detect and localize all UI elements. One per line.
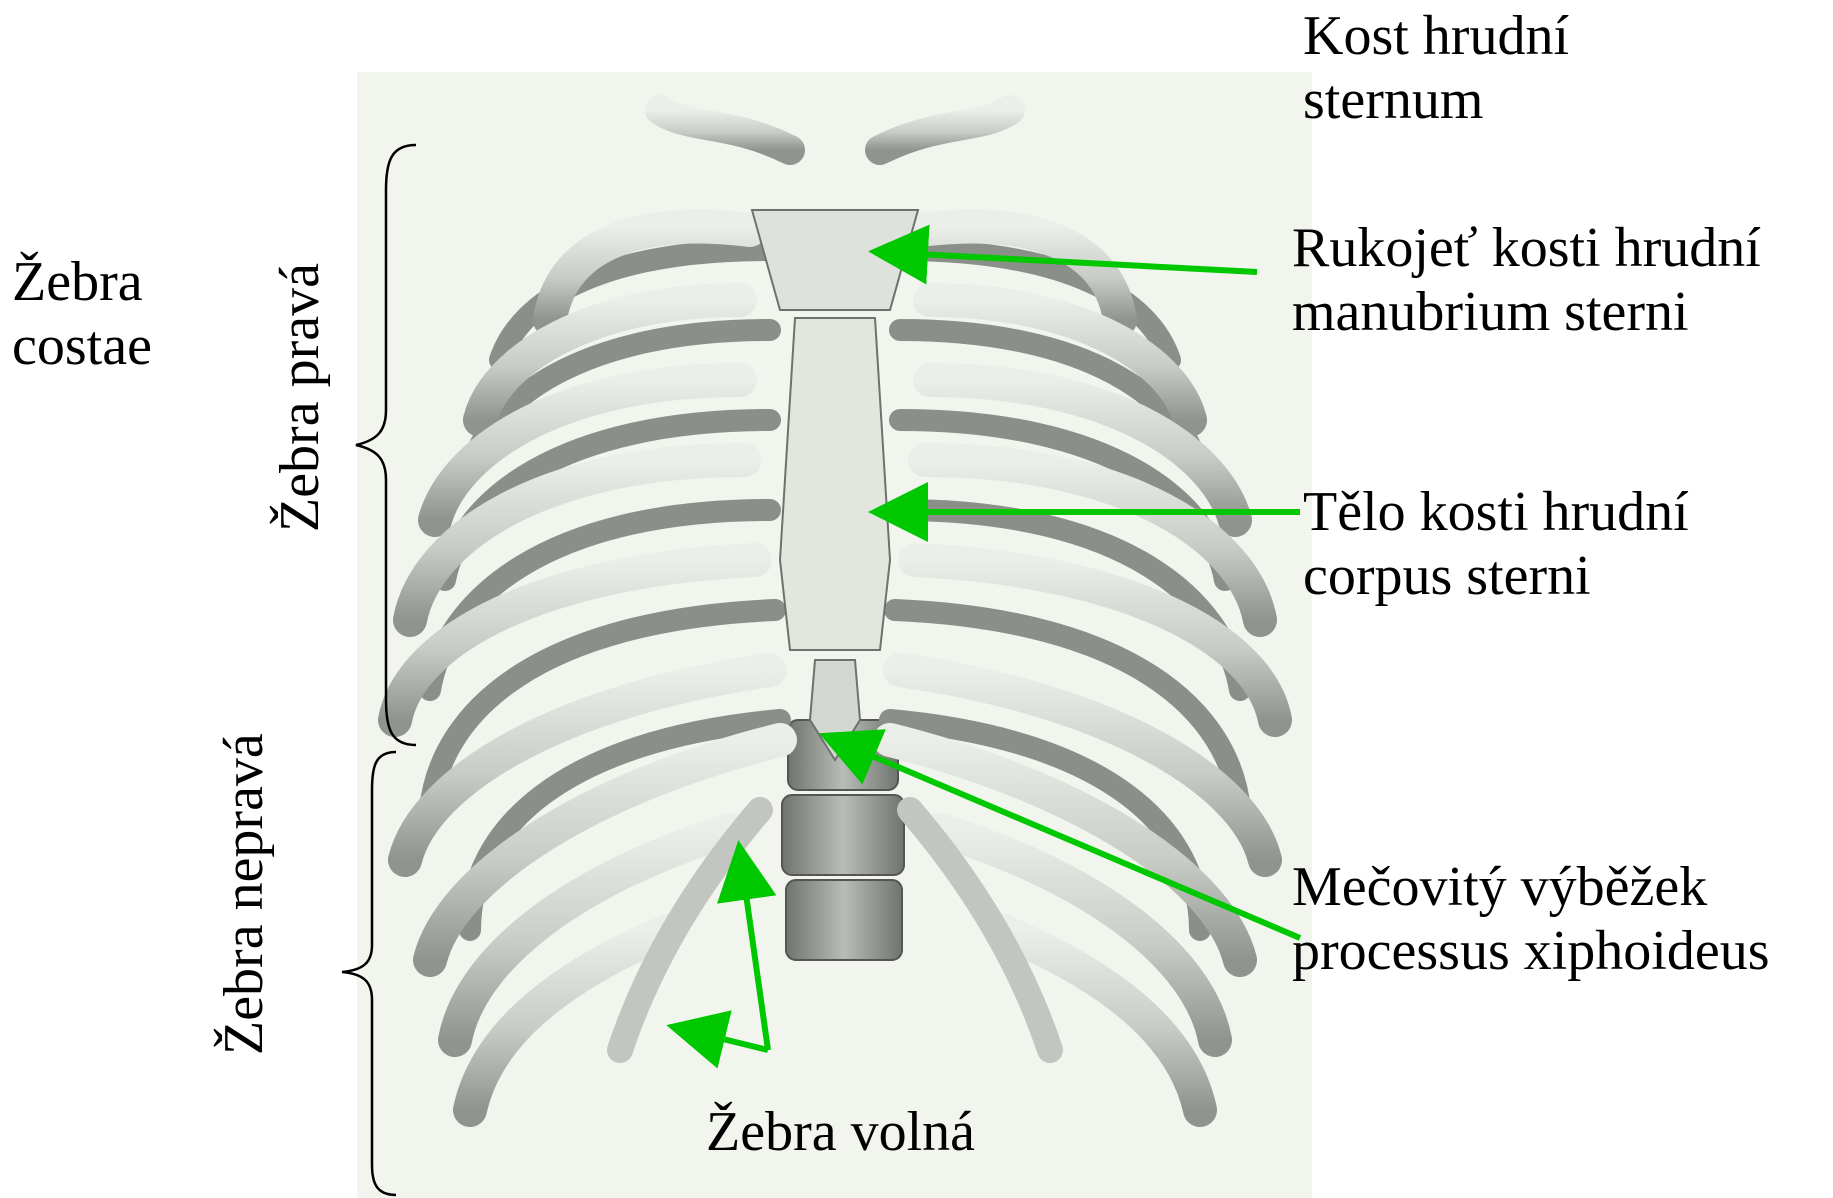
- label-xiphoid: Mečovitý výběžek processus xiphoideus: [1292, 855, 1770, 983]
- label-sternum-cz: Kost hrudní: [1303, 4, 1569, 68]
- label-false-ribs: Žebra nepravá: [212, 733, 276, 1055]
- label-xiphoid-lat: processus xiphoideus: [1292, 919, 1770, 983]
- label-true-ribs: Žebra pravá: [268, 263, 332, 532]
- label-corpus-cz: Tělo kosti hrudní: [1303, 480, 1689, 544]
- label-floating-ribs: Žebra volná: [706, 1100, 975, 1164]
- label-manubrium: Rukojeť kosti hrudní manubrium sterni: [1292, 216, 1761, 344]
- label-costae: Žebra costae: [12, 250, 152, 378]
- label-xiphoid-cz: Mečovitý výběžek: [1292, 855, 1770, 919]
- label-costae-cz: Žebra: [12, 250, 152, 314]
- label-manubrium-cz: Rukojeť kosti hrudní: [1292, 216, 1761, 280]
- label-sternum: Kost hrudní sternum: [1303, 4, 1569, 132]
- label-manubrium-lat: manubrium sterni: [1292, 280, 1761, 344]
- label-corpus-lat: corpus sterni: [1303, 544, 1689, 608]
- label-corpus: Tělo kosti hrudní corpus sterni: [1303, 480, 1689, 608]
- label-sternum-lat: sternum: [1303, 68, 1569, 132]
- label-costae-lat: costae: [12, 314, 152, 378]
